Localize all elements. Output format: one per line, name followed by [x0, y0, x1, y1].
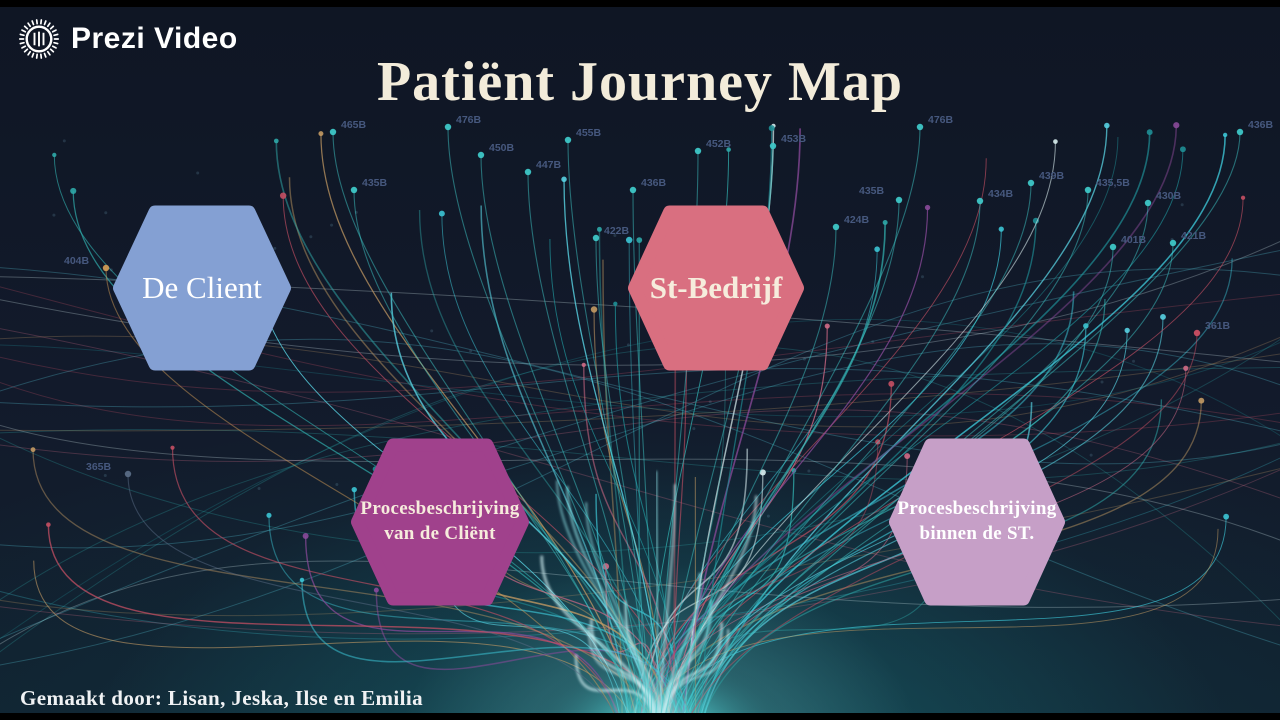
letterbox-bar-bottom	[0, 713, 1280, 720]
background-node-dot	[916, 123, 924, 131]
background-node-dot	[329, 128, 337, 136]
prezi-logo-label: Prezi Video	[71, 22, 238, 55]
background-node-label: 439B	[1039, 170, 1065, 182]
background-node-label: 476B	[456, 114, 482, 126]
background-node-label: 361B	[1205, 320, 1231, 332]
background-node-label: 401B	[1121, 234, 1147, 246]
background-node-label: 435,5B	[1096, 177, 1130, 189]
background-node-label: 465B	[341, 119, 367, 131]
background-node-dot	[832, 223, 840, 231]
background-node-dot	[1193, 329, 1201, 337]
background-node-dot	[976, 197, 984, 205]
background-node-label: 435B	[859, 185, 885, 197]
background-node-labels: 465B 476B 450B 447B 455B 435B 452B 453B 436B 422B…	[64, 114, 1274, 473]
background-node-label: 476B	[928, 114, 954, 126]
hexagon-shape	[627, 205, 805, 371]
background-node-dot	[592, 234, 600, 242]
background-node-label: 430B	[1156, 190, 1182, 202]
background-node-label: 422B	[604, 225, 630, 237]
page-title: Patiënt Journey Map	[376, 51, 904, 113]
background-node-dot	[629, 186, 637, 194]
background-node-label: 453B	[781, 133, 807, 145]
prezi-logo-icon	[18, 19, 60, 59]
background-node-dot	[1109, 243, 1117, 251]
background-node-dot	[102, 264, 110, 272]
background-node-label: 436B	[641, 177, 667, 189]
hexagon-shape	[113, 205, 291, 371]
hexagon-st-bedrijf[interactable]: St-Bedrijf	[627, 205, 805, 371]
hexagon-label: St-Bedrijf	[649, 269, 783, 305]
background-node-label: 424B	[844, 214, 870, 226]
background-node-label: 435B	[362, 177, 388, 189]
background-node-dot	[1027, 179, 1035, 187]
background-core-glow	[530, 471, 790, 720]
background-node-label: 455B	[576, 127, 602, 139]
background-node-label: 450B	[489, 142, 515, 154]
background-node-dot	[1084, 186, 1092, 194]
letterbox-bar-top	[0, 0, 1280, 7]
hexagon-de-client[interactable]: De Client	[112, 205, 292, 371]
background-node-label: 421B	[1181, 230, 1207, 242]
background-node-dot	[895, 196, 903, 204]
background-node-label: 404B	[64, 255, 90, 267]
background-node-dot	[477, 151, 485, 159]
background-node-dot	[350, 186, 358, 194]
background-node-label: 365B	[86, 461, 112, 473]
background-node-dot	[524, 168, 532, 176]
background-node-label: 447B	[536, 159, 562, 171]
hexagon-shape	[888, 438, 1066, 606]
background-node-dot	[444, 123, 452, 131]
background-node-label: 434B	[988, 188, 1014, 200]
background-node-dot	[694, 147, 702, 155]
background-node-dot	[564, 136, 572, 144]
background-node-label: 436B	[1248, 119, 1274, 131]
credit-line: Gemaakt door: Lisan, Jeska, Ilse en Emil…	[20, 686, 423, 710]
background-node-dot	[1144, 199, 1152, 207]
background-node-dot	[1236, 128, 1244, 136]
hexagon-label: De Client	[142, 269, 262, 305]
background-node-dot	[769, 142, 777, 150]
prezi-video-watermark: Prezi Video	[16, 16, 238, 62]
background-node-label: 452B	[706, 138, 732, 150]
background-node-dot	[1169, 239, 1177, 247]
background-node-dot	[124, 470, 132, 478]
hexagon-shape	[351, 438, 529, 606]
